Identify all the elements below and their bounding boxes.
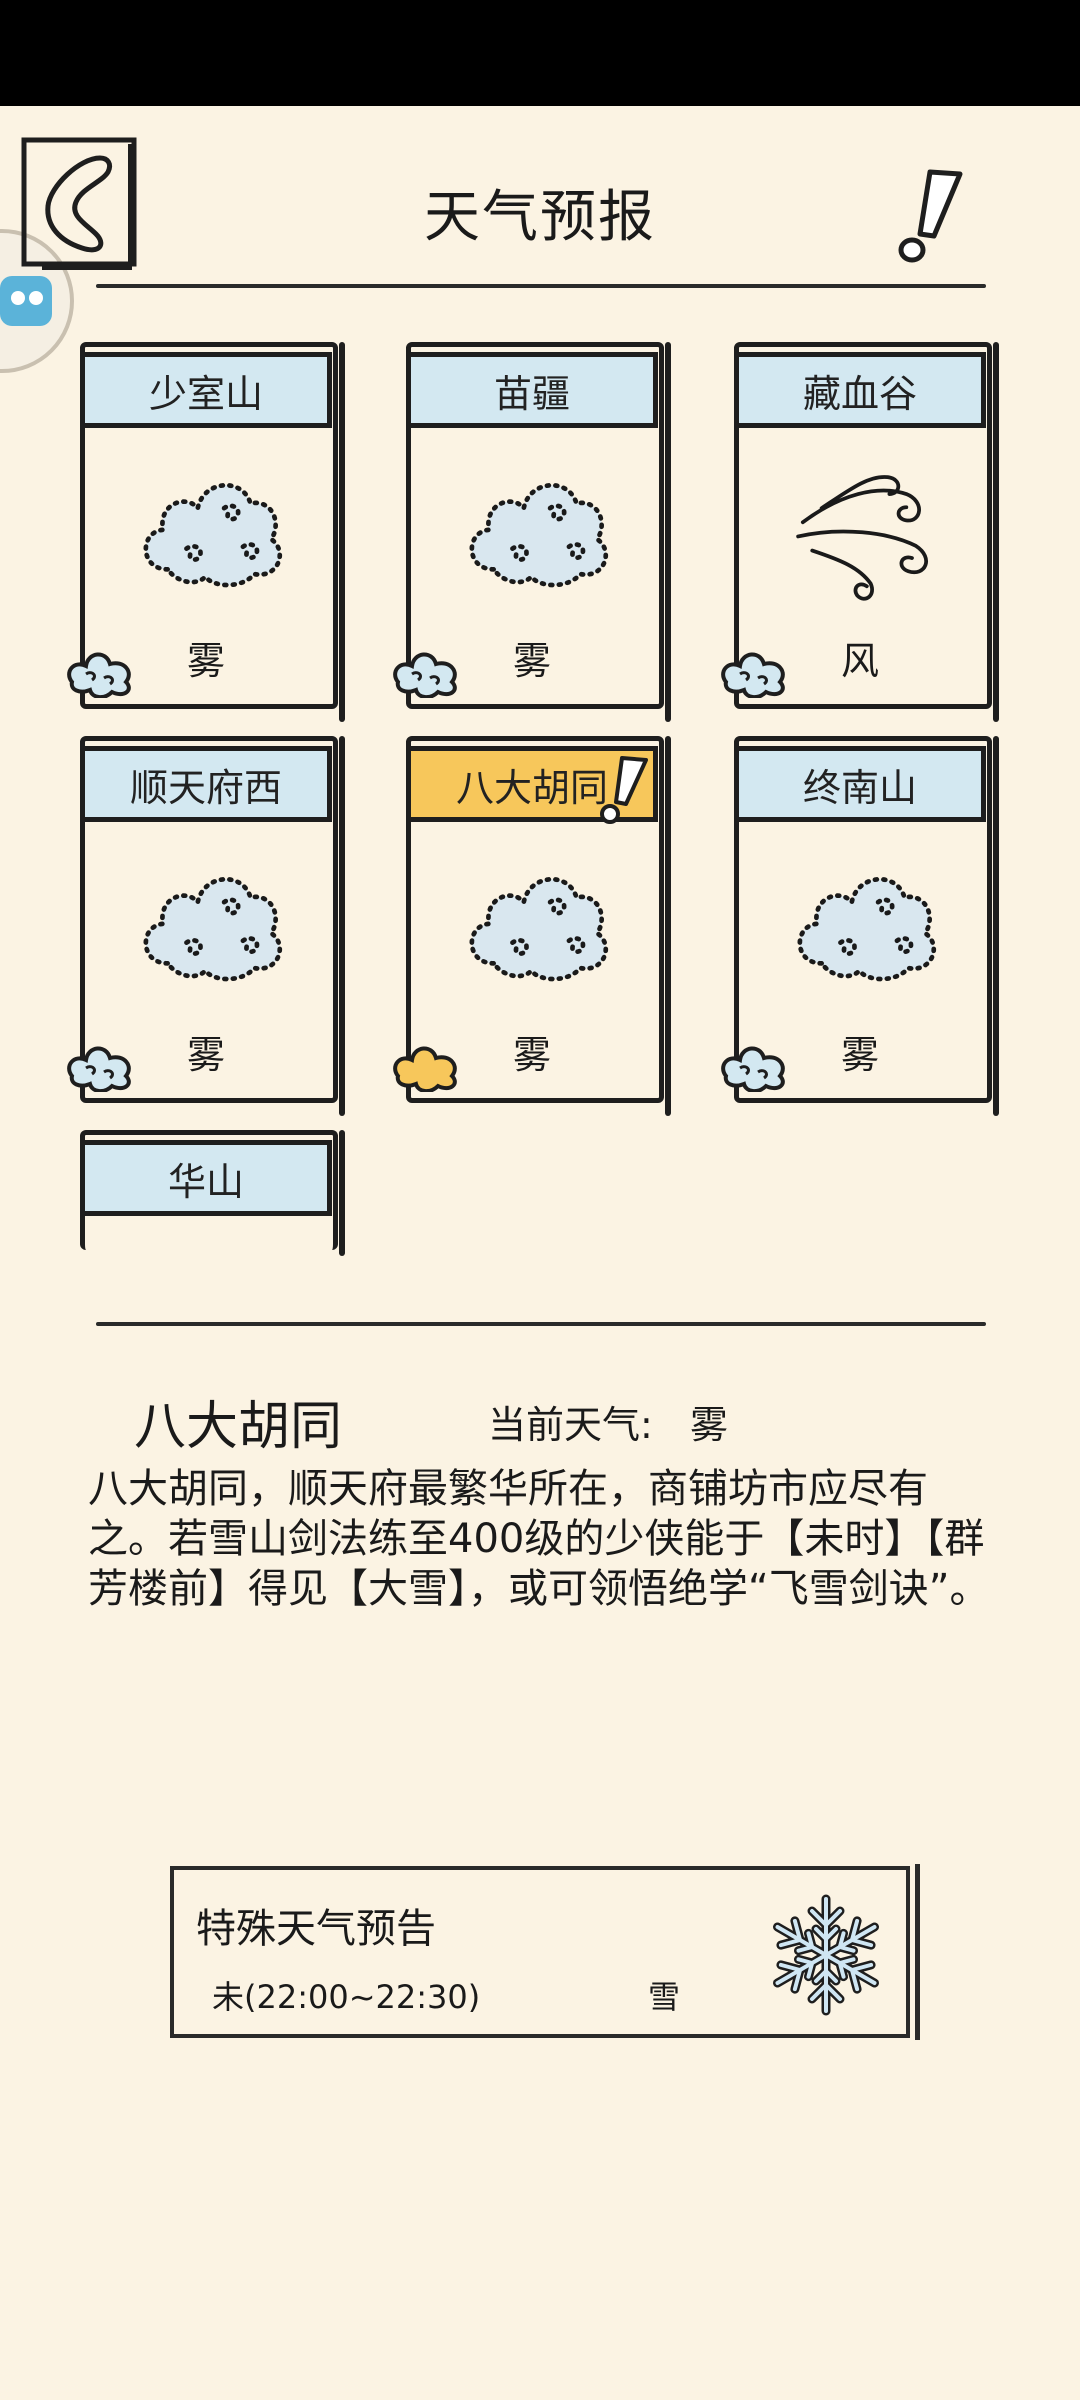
snowflake-icon [766, 1894, 886, 2030]
fog-icon [130, 452, 290, 602]
corner-cloud-icon [67, 652, 131, 698]
card-location: 华山 [80, 1140, 332, 1216]
card-location: 藏血谷 [734, 352, 986, 428]
detail-description: 八大胡同，顺天府最繁华所在，商铺坊市应尽有之。若雪山剑法练至400级的少侠能于【… [88, 1466, 990, 1612]
weather-card-miaojiang[interactable]: 苗疆 雾 [393, 342, 671, 722]
section-divider [96, 1322, 986, 1326]
fog-icon [784, 846, 944, 996]
special-forecast-panel: 特殊天气预告 未(22:00~22:30) 雪 [170, 1864, 920, 2040]
card-location: 苗疆 [406, 352, 658, 428]
corner-cloud-icon [721, 1046, 785, 1092]
card-weather: 雾 [840, 1033, 879, 1077]
fog-icon [456, 452, 616, 602]
alert-icon [600, 756, 648, 824]
card-frame [80, 342, 345, 722]
special-forecast-title: 特殊天气预告 [196, 1906, 436, 1952]
special-forecast-time: 未(22:00~22:30) [212, 1978, 481, 2016]
fog-icon [456, 846, 616, 996]
header-divider [96, 284, 986, 288]
card-location: 顺天府西 [80, 746, 332, 822]
card-location: 少室山 [80, 352, 332, 428]
card-frame [406, 736, 671, 1116]
weather-card-huashan[interactable]: 华山 [80, 1130, 345, 1256]
detail-location: 八大胡同 [134, 1397, 343, 1457]
weather-card-zhongnanshan[interactable]: 终南山 雾 [721, 736, 999, 1116]
weather-card-shuntianfuxi[interactable]: 顺天府西 雾 [67, 736, 345, 1116]
corner-cloud-icon [393, 1046, 457, 1092]
status-bar [0, 0, 1080, 106]
current-weather-value: 雾 [690, 1403, 729, 1447]
page-title: 天气预报 [424, 185, 656, 250]
card-weather: 雾 [186, 639, 225, 683]
weather-card-cangxuegu[interactable]: 藏血谷 风 [721, 342, 999, 722]
back-button[interactable] [20, 136, 138, 272]
current-weather-label: 当前天气: [488, 1403, 653, 1447]
fog-icon [130, 846, 290, 996]
card-weather: 雾 [512, 639, 551, 683]
corner-cloud-icon [721, 652, 785, 698]
card-frame [406, 342, 671, 722]
card-weather: 雾 [186, 1033, 225, 1077]
special-forecast-weather: 雪 [648, 1978, 681, 2016]
corner-cloud-icon [67, 1046, 131, 1092]
wind-icon [796, 475, 929, 601]
card-location: 终南山 [734, 746, 986, 822]
corner-cloud-icon [393, 652, 457, 698]
card-frame [734, 342, 999, 722]
card-weather: 风 [840, 639, 879, 683]
card-weather: 雾 [512, 1033, 551, 1077]
alert-icon[interactable] [890, 166, 972, 266]
card-frame [80, 736, 345, 1116]
card-frame [734, 736, 999, 1116]
weather-card-shaoshishan[interactable]: 少室山 雾 [67, 342, 345, 722]
weather-card-badahutong[interactable]: 八大胡同 雾 [393, 736, 671, 1116]
